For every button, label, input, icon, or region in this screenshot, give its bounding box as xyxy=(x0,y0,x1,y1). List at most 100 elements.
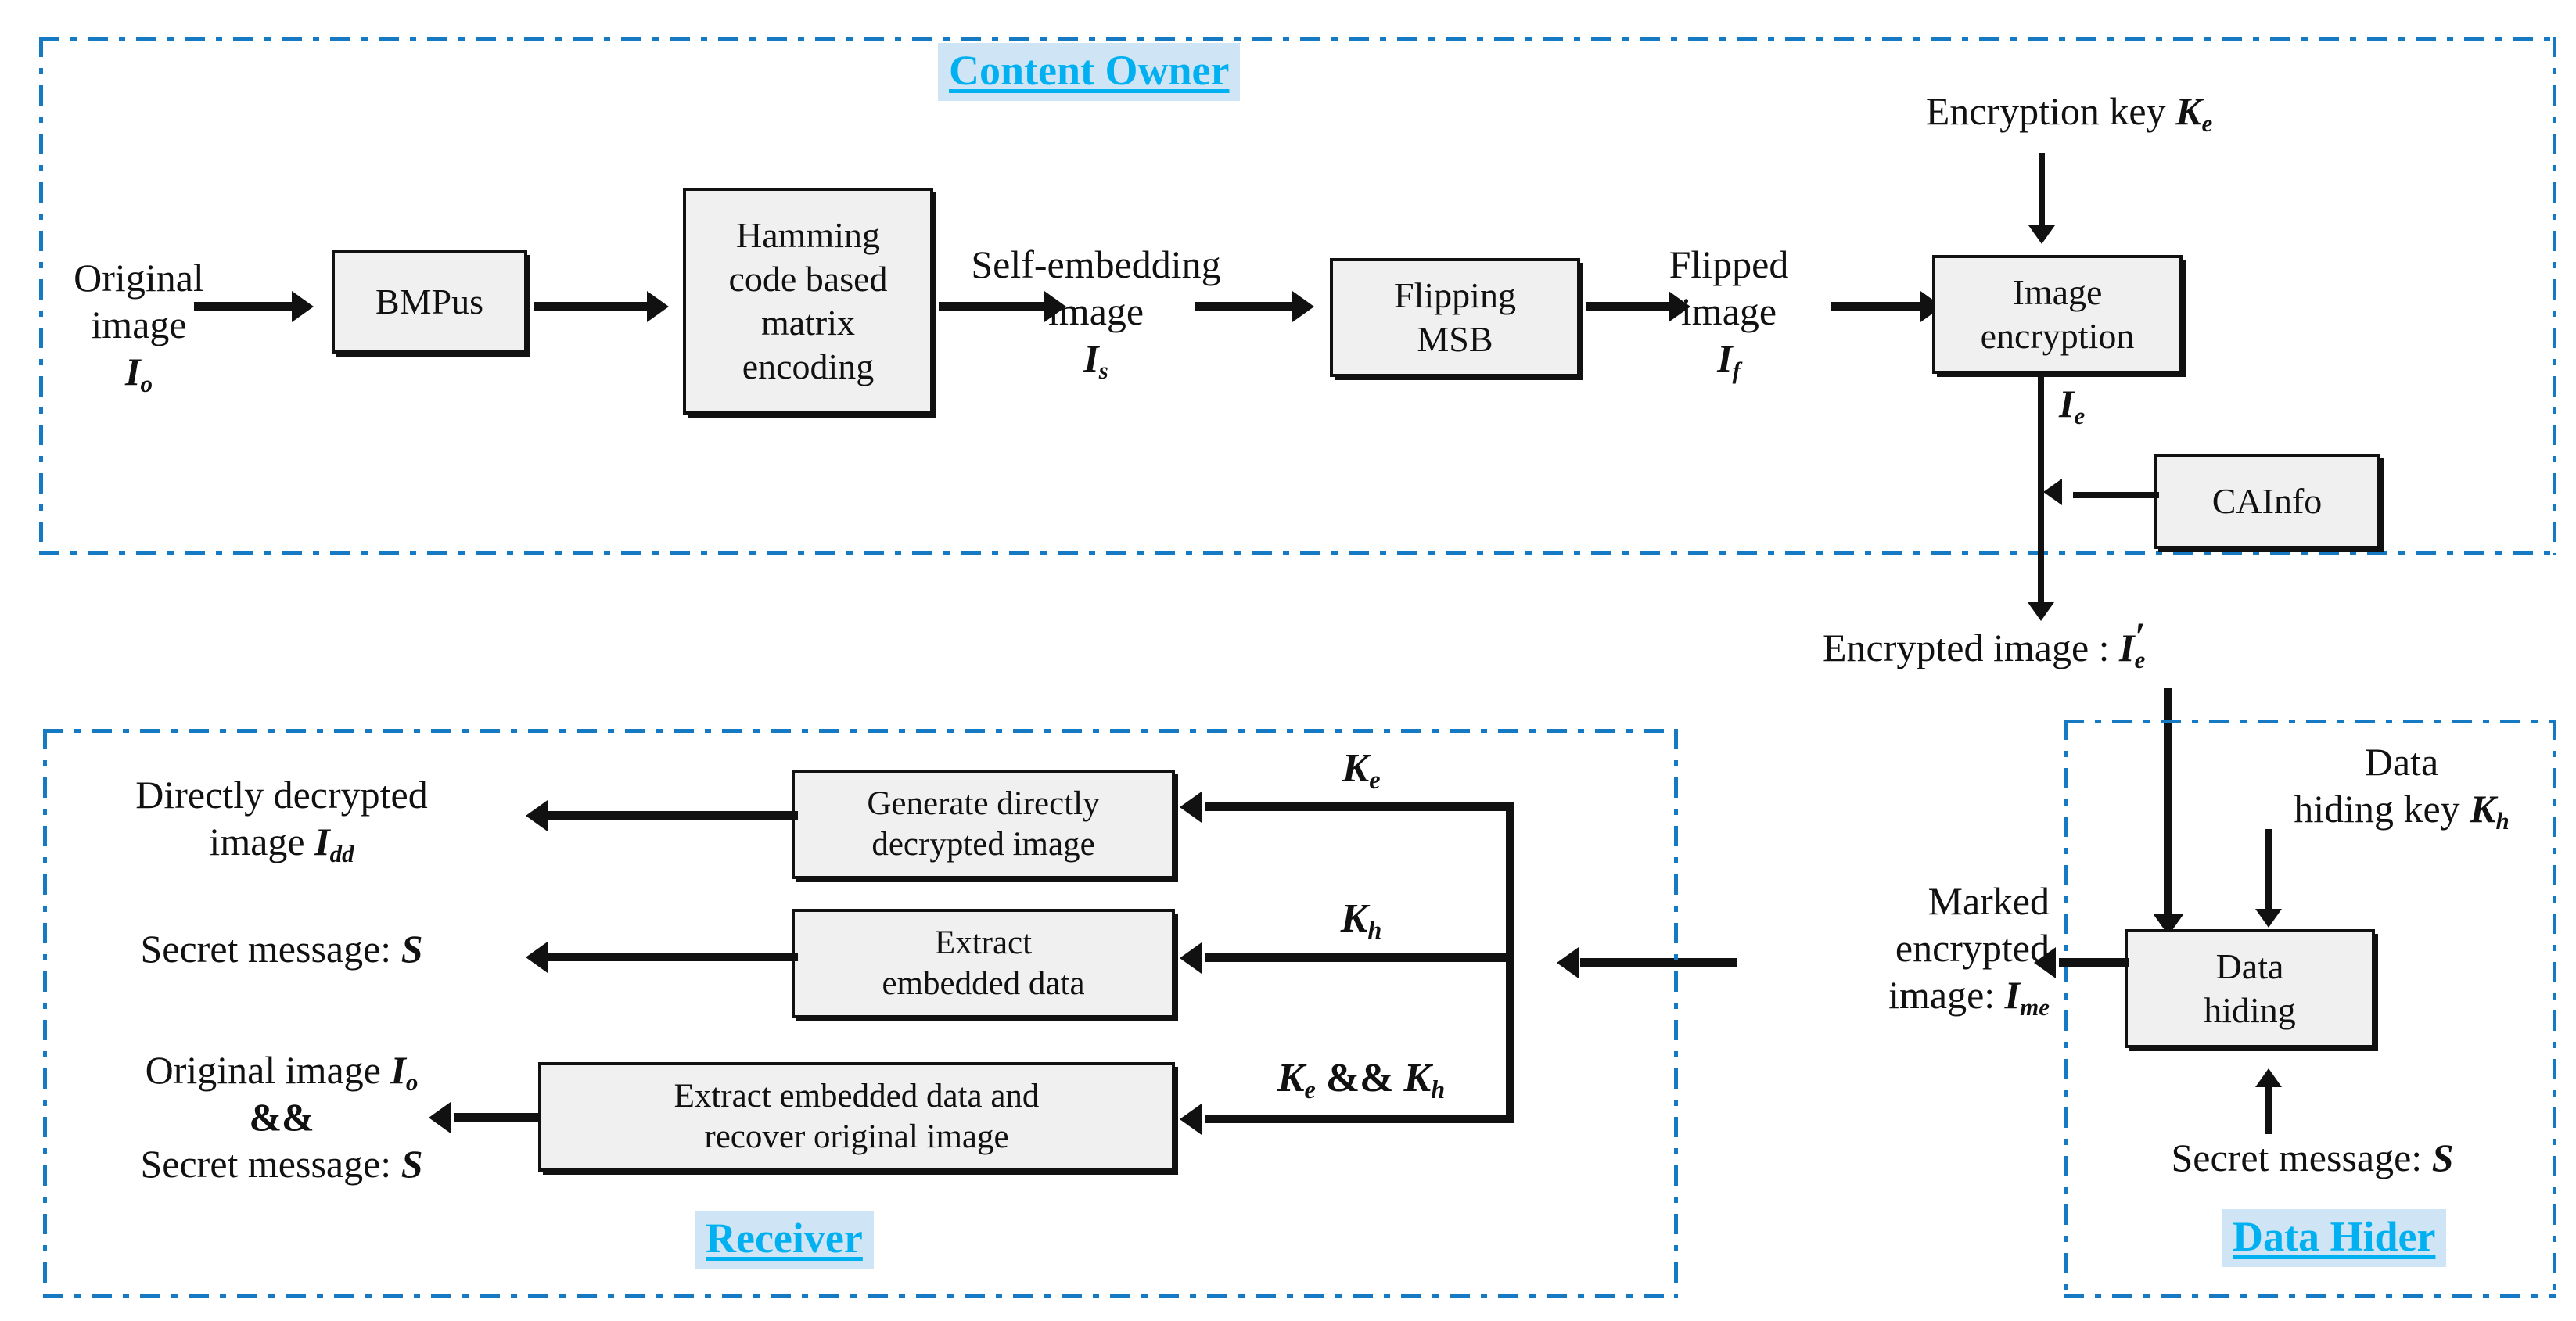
label-key-ke-and-kh-sub1: e xyxy=(1304,1075,1316,1104)
connector-selfembedding-to-flipping xyxy=(1195,302,1296,311)
label-ie: Ie xyxy=(2059,380,2153,429)
box-extract-recover-line1: Extract embedded data and xyxy=(674,1077,1040,1115)
label-encryption-key-text: Encryption key xyxy=(1925,89,2166,133)
box-hamming-line2: code based xyxy=(728,258,888,299)
label-original-image-symbol: I xyxy=(125,350,141,393)
label-key-ke-and-kh-symbol1: K xyxy=(1277,1056,1305,1100)
arrowhead-extract-to-output2 xyxy=(526,942,548,973)
label-directly-decrypted-symbol: I xyxy=(314,820,330,863)
label-directly-decrypted-sub: dd xyxy=(329,839,354,867)
box-data-hiding[interactable]: Data hiding xyxy=(2125,929,2375,1048)
connector-bmpus-to-hamming xyxy=(534,302,651,311)
box-flipping-line2: MSB xyxy=(1417,319,1493,359)
box-generate-directly-decrypted-image[interactable]: Generate directly decrypted image xyxy=(792,770,1175,879)
box-hamming-line3: matrix xyxy=(760,303,856,343)
label-marked-encrypted-line2: encrypted xyxy=(1895,926,2050,970)
arrowhead-generate-to-output1 xyxy=(526,800,548,831)
box-hamming-matrix-encoding[interactable]: Hamming code based matrix encoding xyxy=(683,188,933,415)
arrowhead-bmpus-to-hamming xyxy=(647,291,669,322)
connector-ke-kh-branch xyxy=(1205,1115,1510,1123)
box-generate-line1: Generate directly xyxy=(867,784,1100,822)
connector-generate-to-output1 xyxy=(548,811,798,820)
arrowhead-key-to-encryption xyxy=(2028,225,2055,244)
box-image-encryption-line2: encryption xyxy=(1980,316,2135,356)
label-secret-message-datahider: Secret message: S xyxy=(2093,1134,2531,1181)
box-cainfo[interactable]: CAInfo xyxy=(2154,454,2380,549)
box-cainfo-label: CAInfo xyxy=(2211,480,2323,521)
label-flipped-symbol: I xyxy=(1717,336,1733,380)
label-ie-sub: e xyxy=(2074,401,2086,429)
label-encryption-key: Encryption key Ke xyxy=(1862,88,2276,137)
connector-extract-to-output2 xyxy=(548,953,798,961)
label-marked-encrypted-image: Marked encrypted image: Ime xyxy=(1737,878,2050,1021)
box-generate-line2: decrypted image xyxy=(871,826,1095,863)
label-marked-encrypted-line1: Marked xyxy=(1928,879,2050,923)
label-ie-symbol: I xyxy=(2059,382,2075,425)
connector-hamming-to-selfembedding xyxy=(939,302,1048,311)
connector-secret-to-datahiding xyxy=(2265,1087,2272,1134)
label-marked-encrypted-line3: image: xyxy=(1888,973,1996,1017)
box-extract-recover-line2: recover original image xyxy=(704,1118,1009,1155)
box-flipping-msb[interactable]: Flipping MSB xyxy=(1330,258,1580,377)
connector-kh-to-datahiding xyxy=(2265,829,2272,915)
label-encrypted-image-symbol: I xyxy=(2119,626,2135,669)
box-flipping-line1: Flipping xyxy=(1394,275,1516,315)
label-secret-message-datahider-symbol: S xyxy=(2431,1136,2454,1179)
connector-recover-to-output3 xyxy=(454,1113,540,1122)
label-flipped-image: Flipped image If xyxy=(1627,241,1831,384)
box-data-hiding-line2: hiding xyxy=(2204,990,2296,1030)
role-title-content-owner: Content Owner xyxy=(938,43,1241,101)
label-secret-message-receiver: Secret message: S xyxy=(63,925,501,972)
label-self-embedding-image: Self-embedding image Is xyxy=(959,241,1233,384)
connector-key-to-encryption xyxy=(2039,153,2045,232)
connector-ie-vertical xyxy=(2038,374,2044,608)
box-bmpus[interactable]: BMPus xyxy=(332,250,527,354)
label-key-kh-sub: h xyxy=(1367,916,1382,945)
label-directly-decrypted-image: Directly decrypted image Idd xyxy=(63,771,501,867)
label-key-ke-and-kh-symbol2: K xyxy=(1403,1056,1432,1100)
arrowhead-selfembedding-to-flipping xyxy=(1292,291,1314,322)
label-directly-decrypted-line1: Directly decrypted xyxy=(135,773,428,817)
box-image-encryption-line1: Image xyxy=(2012,271,2103,312)
arrowhead-kh-to-datahiding xyxy=(2255,909,2282,928)
label-encrypted-image-text: Encrypted image : xyxy=(1823,626,2110,669)
label-self-embedding-sub: s xyxy=(1098,356,1108,384)
label-encryption-key-sub: e xyxy=(2201,109,2213,137)
box-extract-line1: Extract xyxy=(934,924,1033,961)
label-secret-message-receiver-text: Secret message: xyxy=(140,927,392,971)
arrowhead-secret-to-datahiding xyxy=(2255,1068,2282,1087)
arrowhead-ke-kh-branch xyxy=(1180,1104,1202,1135)
label-original-image: Original image Io xyxy=(39,254,239,397)
label-self-embedding-symbol: I xyxy=(1083,336,1099,380)
role-title-receiver: Receiver xyxy=(695,1211,874,1269)
label-original-and-secret-op: && xyxy=(249,1095,314,1139)
label-directly-decrypted-line2: image xyxy=(209,820,305,863)
arrowhead-ke-branch xyxy=(1180,792,1202,823)
connector-kh-branch xyxy=(1205,953,1510,962)
box-hamming-line1: Hamming xyxy=(736,214,880,255)
box-extract-embedded-data[interactable]: Extract embedded data xyxy=(792,909,1175,1018)
label-encrypted-image-prime: ′ xyxy=(2134,614,2146,658)
arrowhead-hamming-to-selfembedding xyxy=(1044,291,1066,322)
connector-flipped-to-encryption xyxy=(1831,302,1924,311)
box-hamming-line4: encoding xyxy=(742,346,875,387)
arrowhead-recover-to-output3 xyxy=(429,1102,451,1133)
label-secret-message-receiver-symbol: S xyxy=(401,927,423,971)
box-image-encryption[interactable]: Image encryption xyxy=(1932,255,2183,374)
label-key-ke-and-kh-sub2: h xyxy=(1431,1075,1446,1104)
label-key-kh-symbol: K xyxy=(1340,896,1368,941)
label-original-and-secret: Original image Io && Secret message: S xyxy=(63,1046,501,1187)
label-self-embedding-line1: Self-embedding xyxy=(971,242,1221,286)
label-data-hiding-key-symbol: K xyxy=(2470,787,2496,831)
box-data-hiding-line1: Data xyxy=(2215,946,2284,986)
label-key-kh: Kh xyxy=(1299,895,1424,945)
label-original-and-secret-symbol: I xyxy=(390,1048,406,1092)
label-data-hiding-key-line1: Data xyxy=(2364,740,2439,784)
label-original-and-secret-sub: o xyxy=(405,1068,419,1096)
label-key-ke-sub: e xyxy=(1369,766,1381,795)
connector-key-bus-vertical xyxy=(1506,802,1514,1123)
box-extract-and-recover[interactable]: Extract embedded data and recover origin… xyxy=(538,1062,1175,1172)
label-encryption-key-symbol: K xyxy=(2175,89,2202,133)
label-original-image-sub: o xyxy=(140,369,153,397)
label-data-hiding-key-sub: h xyxy=(2495,806,2510,835)
